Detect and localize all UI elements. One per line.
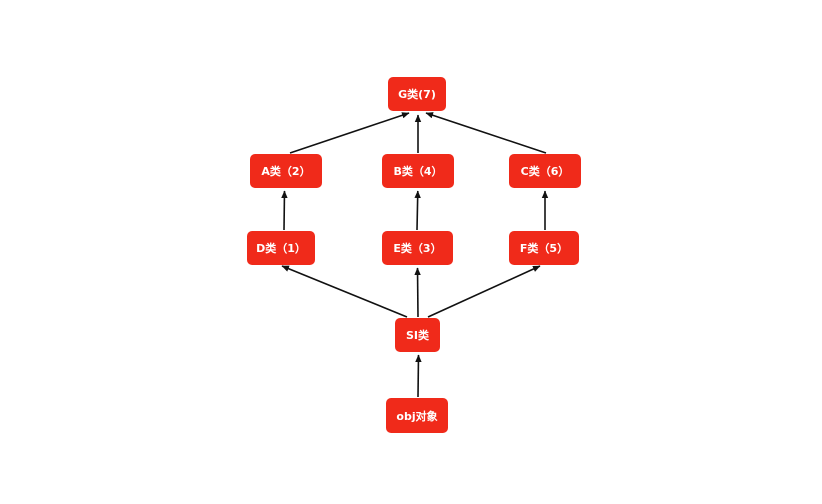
- node-g-class: G类(7): [388, 77, 446, 111]
- node-d-class: D类（1）: [247, 231, 315, 265]
- edge-c-to-g: [425, 112, 547, 154]
- edge-si-to-e: [414, 267, 421, 318]
- node-si-class: SI类: [395, 318, 440, 352]
- edge-si-to-f: [427, 265, 541, 318]
- node-e-class: E类（3）: [382, 231, 453, 265]
- node-f-class: F类（5）: [509, 231, 579, 265]
- edge-d-to-a: [281, 190, 288, 231]
- node-a-class: A类（2）: [250, 154, 322, 188]
- node-obj-object: obj对象: [386, 398, 448, 433]
- edge-obj-to-si: [415, 354, 422, 398]
- edge-si-to-d: [281, 265, 408, 318]
- edge-e-to-b: [414, 190, 421, 231]
- node-b-class: B类（4）: [382, 154, 454, 188]
- edge-a-to-g: [289, 112, 410, 154]
- node-c-class: C类（6）: [509, 154, 581, 188]
